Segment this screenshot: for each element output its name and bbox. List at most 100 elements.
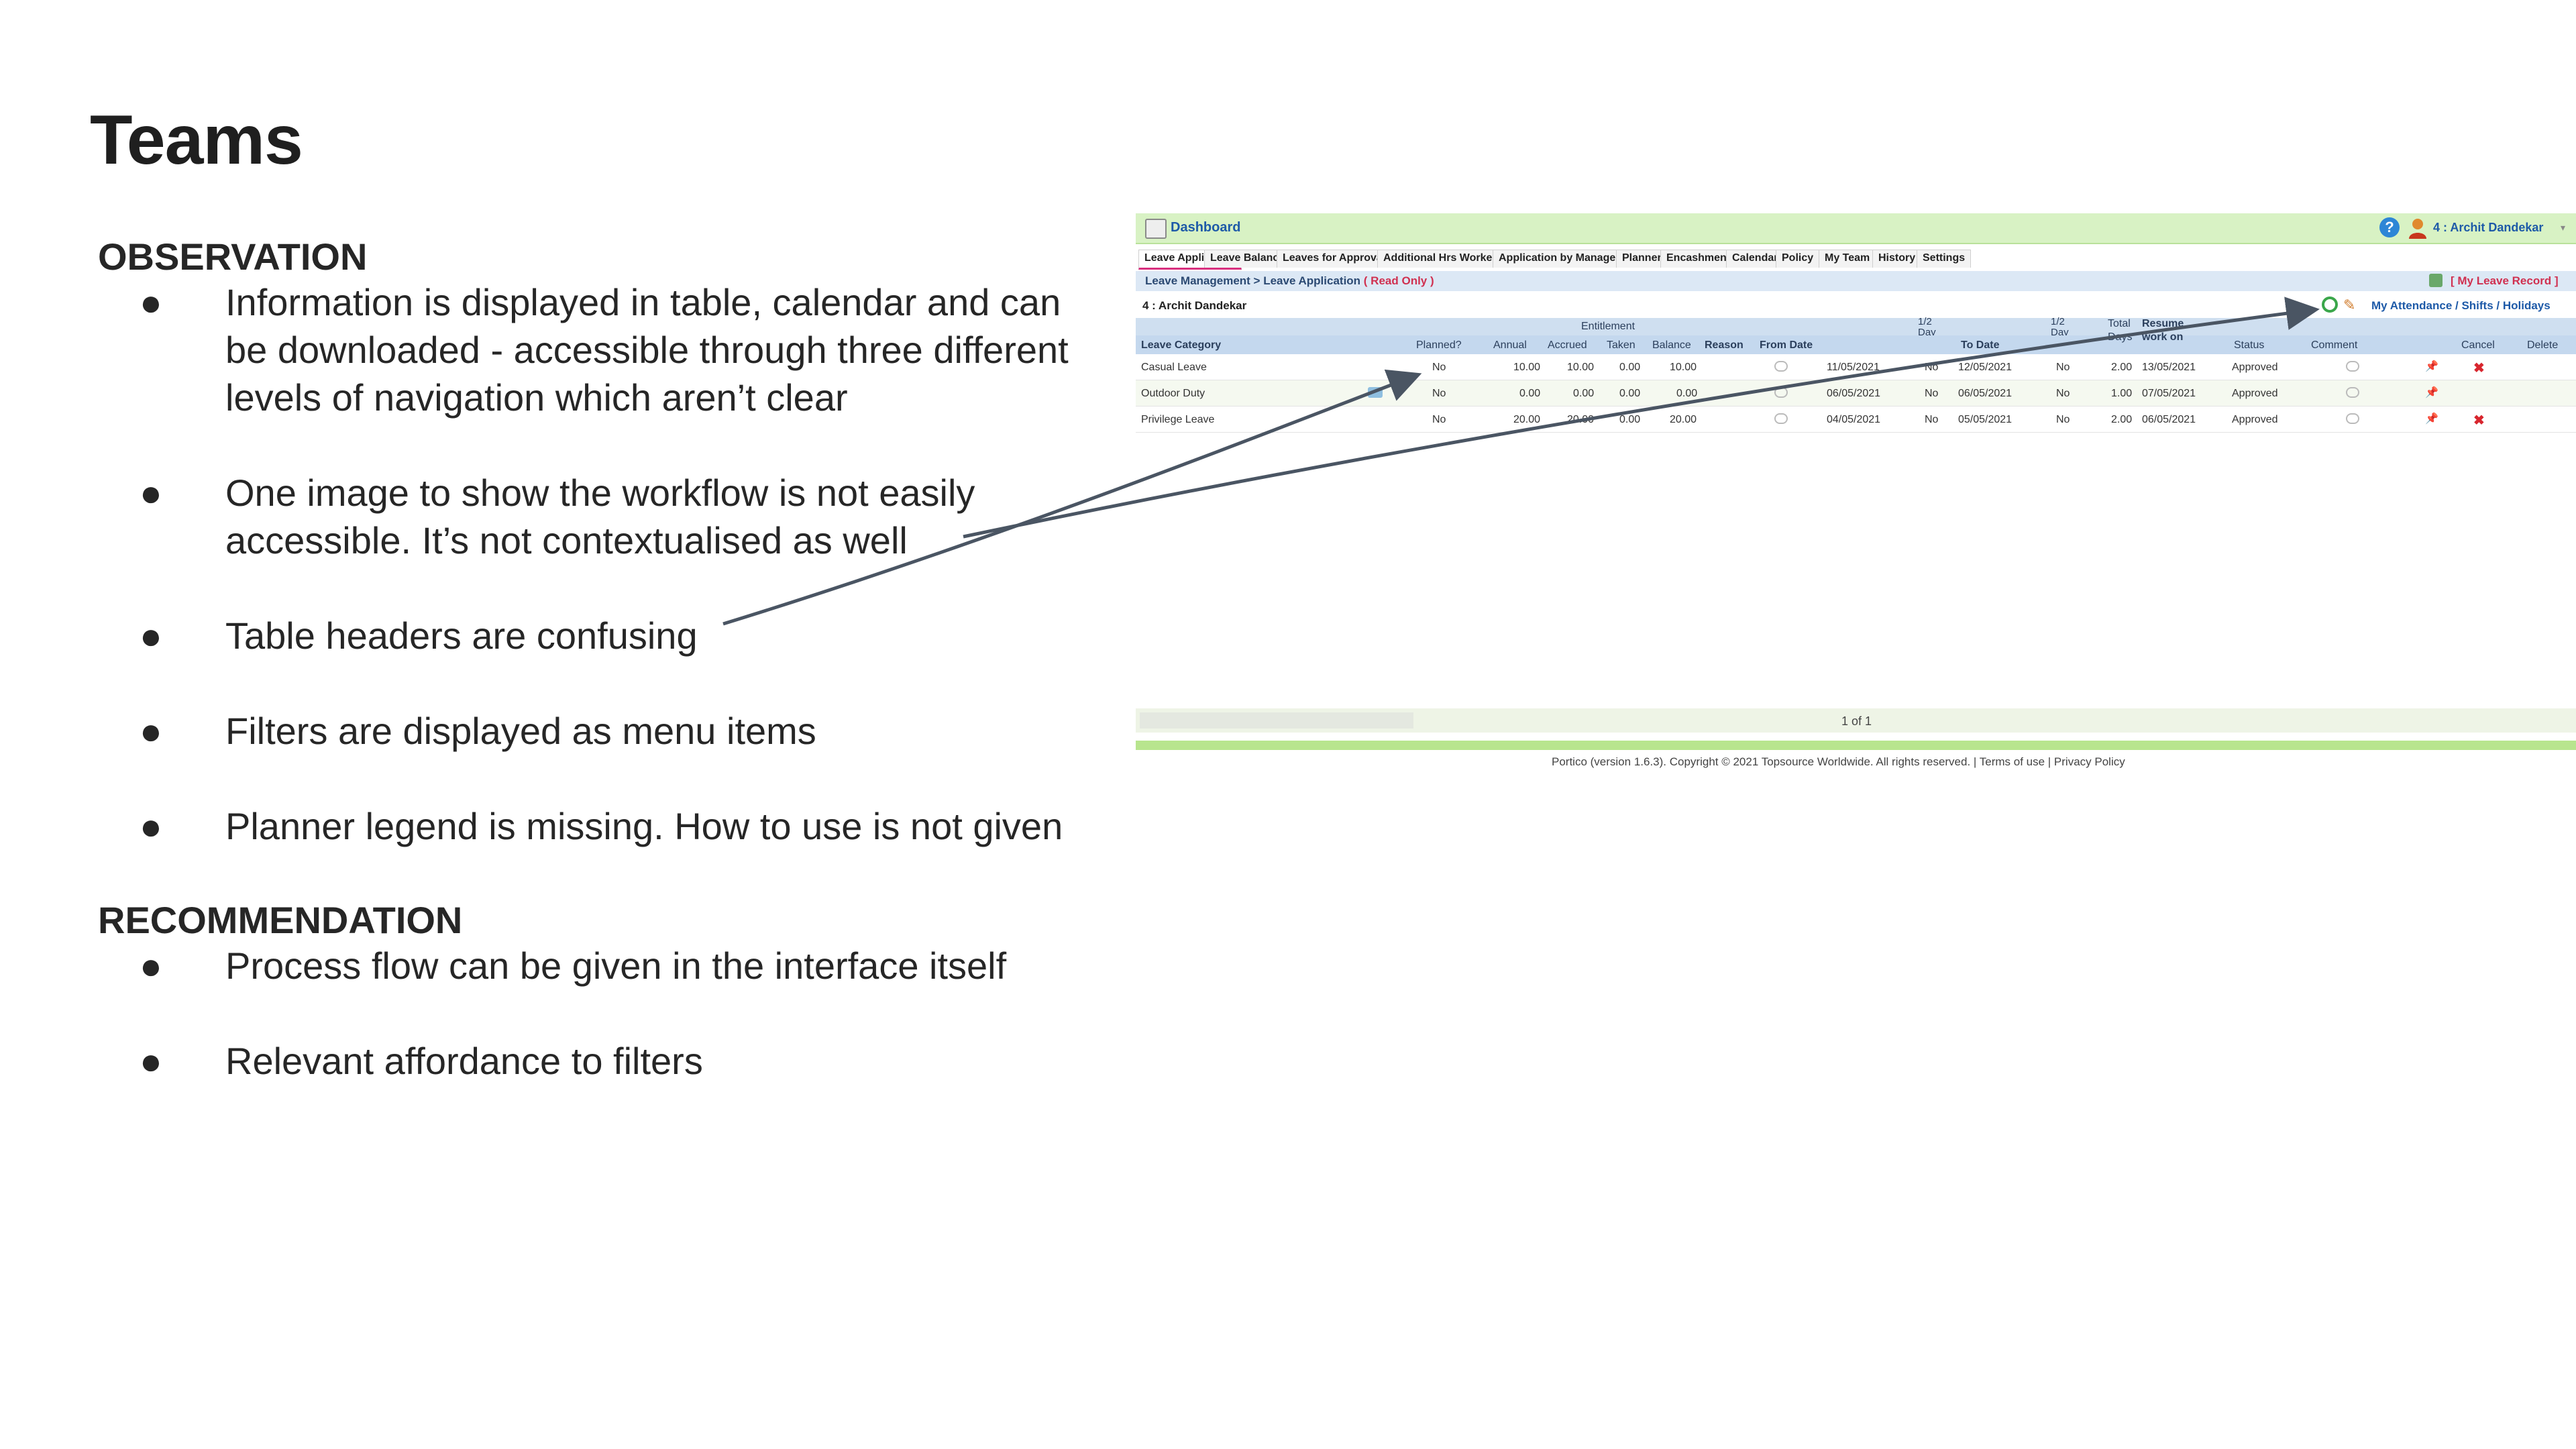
cell-taken: 0.00 [1619,362,1641,373]
cell-half-day-to: No [2056,388,2070,399]
cell-resume: 07/05/2021 [2142,388,2196,399]
user-icon[interactable] [2408,217,2428,239]
list-item: ● One image to show the workflow is not … [98,469,1124,564]
my-leave-record-link[interactable]: [ My Leave Record ] [2451,274,2559,287]
cell-half-day-from: No [1925,388,1939,399]
cell-half-day-from: No [1925,362,1939,373]
header-reason: Reason [1705,339,1743,351]
bullet-icon: ● [140,472,162,514]
observation-list: ● Information is displayed in table, cal… [98,278,1124,850]
employee-name: 4 : Archit Dandekar [1142,299,1247,312]
tab-leaves-for-approval[interactable]: Leaves for Approval [1277,250,1392,268]
tab-encashment[interactable]: Encashment [1660,250,1737,268]
cell-to-date: 06/05/2021 [1958,388,2012,399]
bullet-line: Relevant affordance to filters [225,1040,703,1082]
menu-icon[interactable] [1145,219,1167,239]
reason-icon[interactable] [1774,387,1788,398]
list-item: ● Planner legend is missing. How to use … [98,802,1124,850]
cell-from-date: 06/05/2021 [1827,388,1881,399]
recommendation-list: ● Process flow can be given in the inter… [98,942,1124,1085]
comment-icon[interactable] [2346,361,2359,372]
bullet-icon: ● [140,805,162,847]
bullet-line: be downloaded - accessible through three… [225,329,1069,371]
page-indicator: 1 of 1 [1841,714,1872,728]
tab-policy[interactable]: Policy [1776,250,1820,268]
cell-from-date: 04/05/2021 [1827,414,1881,425]
header-taken: Taken [1607,339,1635,351]
cell-resume: 13/05/2021 [2142,362,2196,373]
list-item: ● Filters are displayed as menu items [98,707,1124,755]
cell-half-day-to: No [2056,414,2070,425]
embedded-app-screenshot: Dashboard ? 4 : Archit Dandekar ▾ Leave … [1136,213,2576,770]
tab-additional-hrs-worked[interactable]: Additional Hrs Worked [1377,250,1505,268]
header-resume: Resume [2142,318,2184,329]
dashboard-link[interactable]: Dashboard [1171,220,1241,235]
bullet-icon: ● [140,614,162,657]
table-row[interactable]: Privilege Leave No 20.00 20.00 0.00 20.0… [1136,407,2576,433]
list-item: ● Table headers are confusing [98,612,1124,659]
header-accrued: Accrued [1548,339,1587,351]
cell-to-date: 12/05/2021 [1958,362,2012,373]
chevron-down-icon[interactable]: ▾ [2561,222,2566,233]
refresh-icon[interactable] [2322,297,2338,313]
cell-half-day-to: No [2056,362,2070,373]
cell-balance: 0.00 [1676,388,1698,399]
cell-status: Approved [2232,362,2278,373]
table-header: Leave Category Planned? Annual Accrued T… [1136,331,2576,354]
cell-planned: No [1432,388,1446,399]
bullet-line: Process flow can be given in the interfa… [225,945,1007,987]
bullet-icon: ● [140,1040,162,1082]
reason-icon[interactable] [1774,361,1788,372]
user-menu-label[interactable]: 4 : Archit Dandekar [2433,221,2544,234]
left-column: OBSERVATION ● Information is displayed i… [98,235,1124,1085]
list-item: ● Information is displayed in table, cal… [98,278,1124,421]
cell-category: Casual Leave [1141,362,1207,373]
cell-from-date: 11/05/2021 [1827,362,1880,373]
help-icon[interactable]: ? [2379,217,2400,237]
comment-icon[interactable] [2346,413,2359,424]
tab-application-by-manager[interactable]: Application by Manager [1493,250,1626,268]
table-row[interactable]: Outdoor Duty No 0.00 0.00 0.00 0.00 06/0… [1136,380,2576,407]
tab-calendar[interactable]: Calendar [1726,250,1784,268]
bullet-line: Information is displayed in table, calen… [225,281,1061,323]
pager-scroll[interactable] [1140,712,1413,729]
pin-icon[interactable]: 📌 [2425,413,2438,425]
bullet-line: Filters are displayed as menu items [225,710,816,752]
comment-icon[interactable] [2346,387,2359,398]
pin-icon[interactable]: 📌 [2425,361,2438,372]
cell-status: Approved [2232,388,2278,399]
cell-balance: 10.00 [1670,362,1697,373]
reason-icon[interactable] [1774,413,1788,424]
tab-settings[interactable]: Settings [1917,250,1972,268]
cell-accrued: 10.00 [1567,362,1595,373]
tools-icon[interactable]: ✎ [2343,297,2356,313]
tab-my-team[interactable]: My Team [1819,250,1876,268]
table-row[interactable]: Casual Leave No 10.00 10.00 0.00 10.00 1… [1136,354,2576,380]
read-only-flag: ( Read Only ) [1363,274,1434,287]
cancel-icon[interactable]: ✖ [2473,413,2485,428]
cell-resume: 06/05/2021 [2142,414,2196,425]
header-to-date[interactable]: To Date [1961,339,2000,351]
bullet-line: Planner legend is missing. How to use is… [225,805,1063,847]
excel-icon[interactable] [2429,274,2443,287]
tab-history[interactable]: History [1872,250,1922,268]
attendance-link[interactable]: My Attendance / Shifts / Holidays [2371,299,2551,312]
recommendation-heading: RECOMMENDATION [98,899,463,941]
list-item: ● Relevant affordance to filters [98,1037,1124,1085]
pin-icon[interactable]: 📌 [2425,387,2438,398]
header-days: Days [2108,331,2133,343]
cancel-icon[interactable]: ✖ [2473,361,2485,376]
header-leave-category[interactable]: Leave Category [1141,339,1222,351]
breadcrumb-text: Leave Management > Leave Application ( R… [1145,274,1434,288]
header-balance: Balance [1652,339,1691,351]
cell-accrued: 0.00 [1573,388,1595,399]
bullet-icon: ● [140,710,162,752]
header-from-date[interactable]: From Date [1760,339,1813,351]
list-item: ● Process flow can be given in the inter… [98,942,1124,989]
bullet-icon: ● [140,281,162,323]
tab-planner[interactable]: Planner [1616,250,1668,268]
observation-heading: OBSERVATION [98,235,368,278]
cell-to-date: 05/05/2021 [1958,414,2012,425]
outdoor-duty-icon[interactable] [1368,387,1383,398]
bullet-line: accessible. It’s not contextualised as w… [225,519,908,561]
